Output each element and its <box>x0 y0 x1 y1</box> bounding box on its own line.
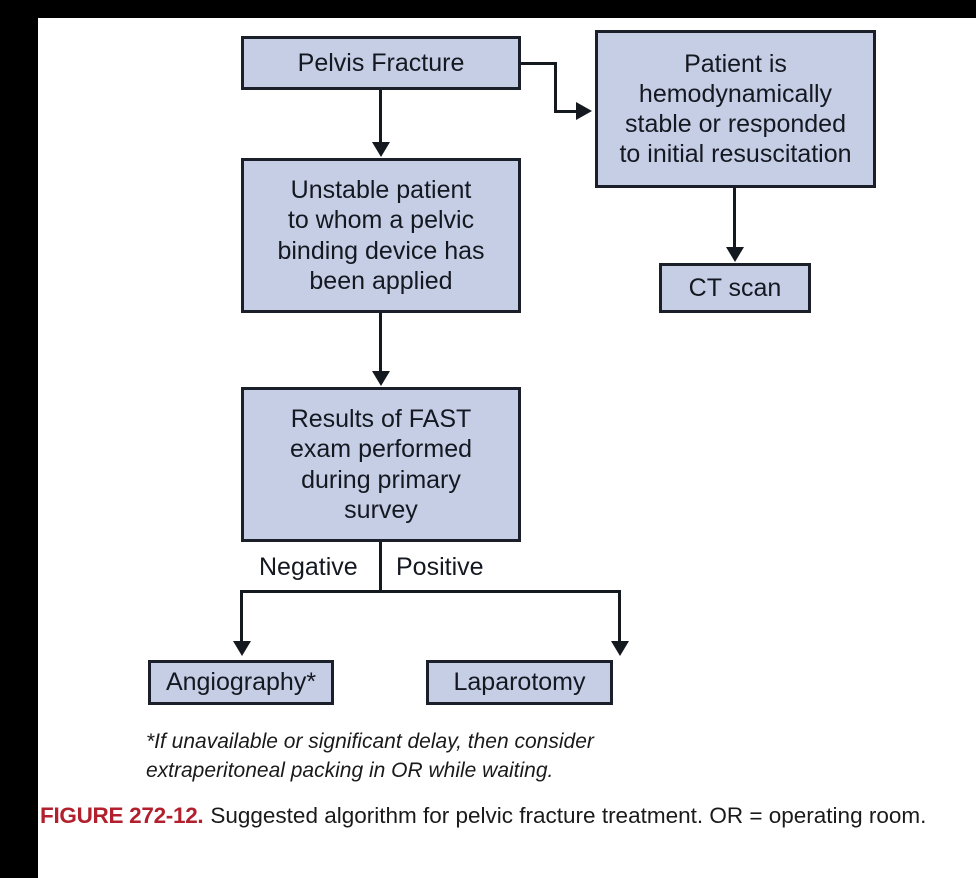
flow-node-ct-scan: CT scan <box>659 263 811 313</box>
flow-node-angiography: Angiography* <box>148 660 334 705</box>
figure-caption: FIGURE 272-12.Suggested algorithm for pe… <box>40 800 976 832</box>
flow-node-laparotomy: Laparotomy <box>426 660 613 705</box>
arrowhead-down-icon <box>372 142 390 157</box>
arrowhead-down-icon <box>233 641 251 656</box>
connector-fast-to-laparotomy <box>618 590 621 642</box>
connector-pelvis-to-stable-segment2 <box>554 62 557 113</box>
scan-margin-left <box>0 0 38 878</box>
branch-label-positive: Positive <box>396 553 484 581</box>
figure-number-label: FIGURE 272-12. <box>40 803 204 828</box>
connector-fast-to-angiography <box>240 590 243 642</box>
flow-node-fast-exam: Results of FAST exam performed during pr… <box>241 387 521 542</box>
connector-stable-to-ct-scan <box>733 188 736 248</box>
figure-caption-text: Suggested algorithm for pelvic fracture … <box>210 803 927 828</box>
arrowhead-down-icon <box>611 641 629 656</box>
figure-footnote: *If unavailable or significant delay, th… <box>146 730 594 782</box>
flow-node-patient-hemodynamically-stable: Patient is hemodynamically stable or res… <box>595 30 876 188</box>
flow-node-pelvis-fracture: Pelvis Fracture <box>241 36 521 90</box>
connector-fast-branch-divider <box>379 542 382 592</box>
connector-pelvis-to-stable-segment1 <box>521 62 557 65</box>
connector-pelvis-to-unstable <box>379 90 382 143</box>
arrowhead-right-icon <box>576 102 592 120</box>
flowchart-canvas: Pelvis Fracture Patient is hemodynamical… <box>146 30 876 782</box>
connector-fast-branch-bar <box>240 590 621 593</box>
branch-label-negative: Negative <box>259 553 358 581</box>
connector-unstable-to-fast <box>379 313 382 372</box>
scan-margin-top <box>0 0 976 18</box>
arrowhead-down-icon <box>372 371 390 386</box>
arrowhead-down-icon <box>726 247 744 262</box>
flow-node-unstable-patient: Unstable patient to whom a pelvic bindin… <box>241 158 521 313</box>
connector-pelvis-to-stable-segment3 <box>554 110 578 113</box>
